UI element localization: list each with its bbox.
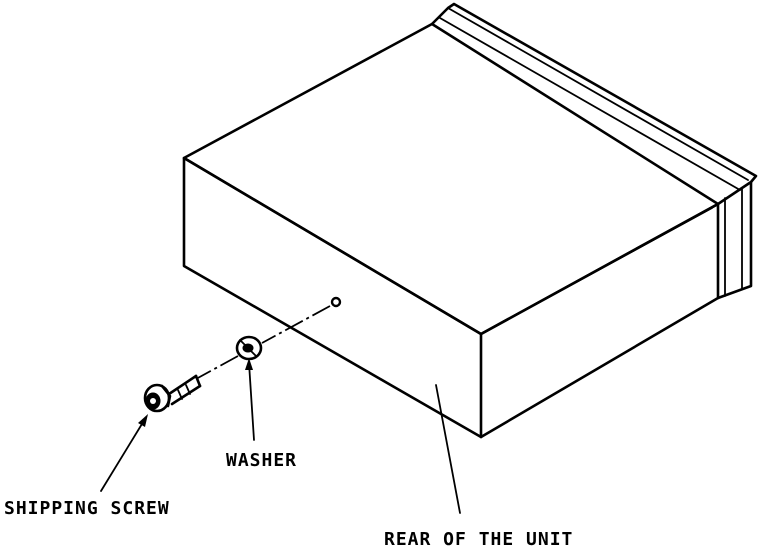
rear-of-unit-label: REAR OF THE UNIT (384, 529, 573, 548)
unit-side-edge (487, 207, 713, 331)
shipping-screw-label: SHIPPING SCREW (4, 498, 170, 519)
unit-side-face (479, 202, 720, 439)
front-bezel (430, 2, 758, 300)
washer-label: WASHER (226, 450, 297, 471)
alignment-center-line (261, 305, 331, 344)
unit-rear-face (182, 156, 483, 439)
washer (235, 335, 263, 361)
bezel-top-inner2 (439, 17, 741, 191)
alignment-center-line-2 (195, 355, 239, 380)
washer-leader (245, 358, 255, 441)
rear-of-unit-leader (435, 384, 461, 514)
shipping-screw (143, 374, 202, 413)
shipping-screw-leader (100, 414, 148, 492)
bezel-side (716, 180, 753, 300)
unit-box (182, 22, 720, 439)
unit-top-face (182, 22, 720, 336)
screw-hole (330, 296, 342, 308)
bezel-top-inner (447, 7, 749, 181)
bezel-top (430, 2, 758, 206)
